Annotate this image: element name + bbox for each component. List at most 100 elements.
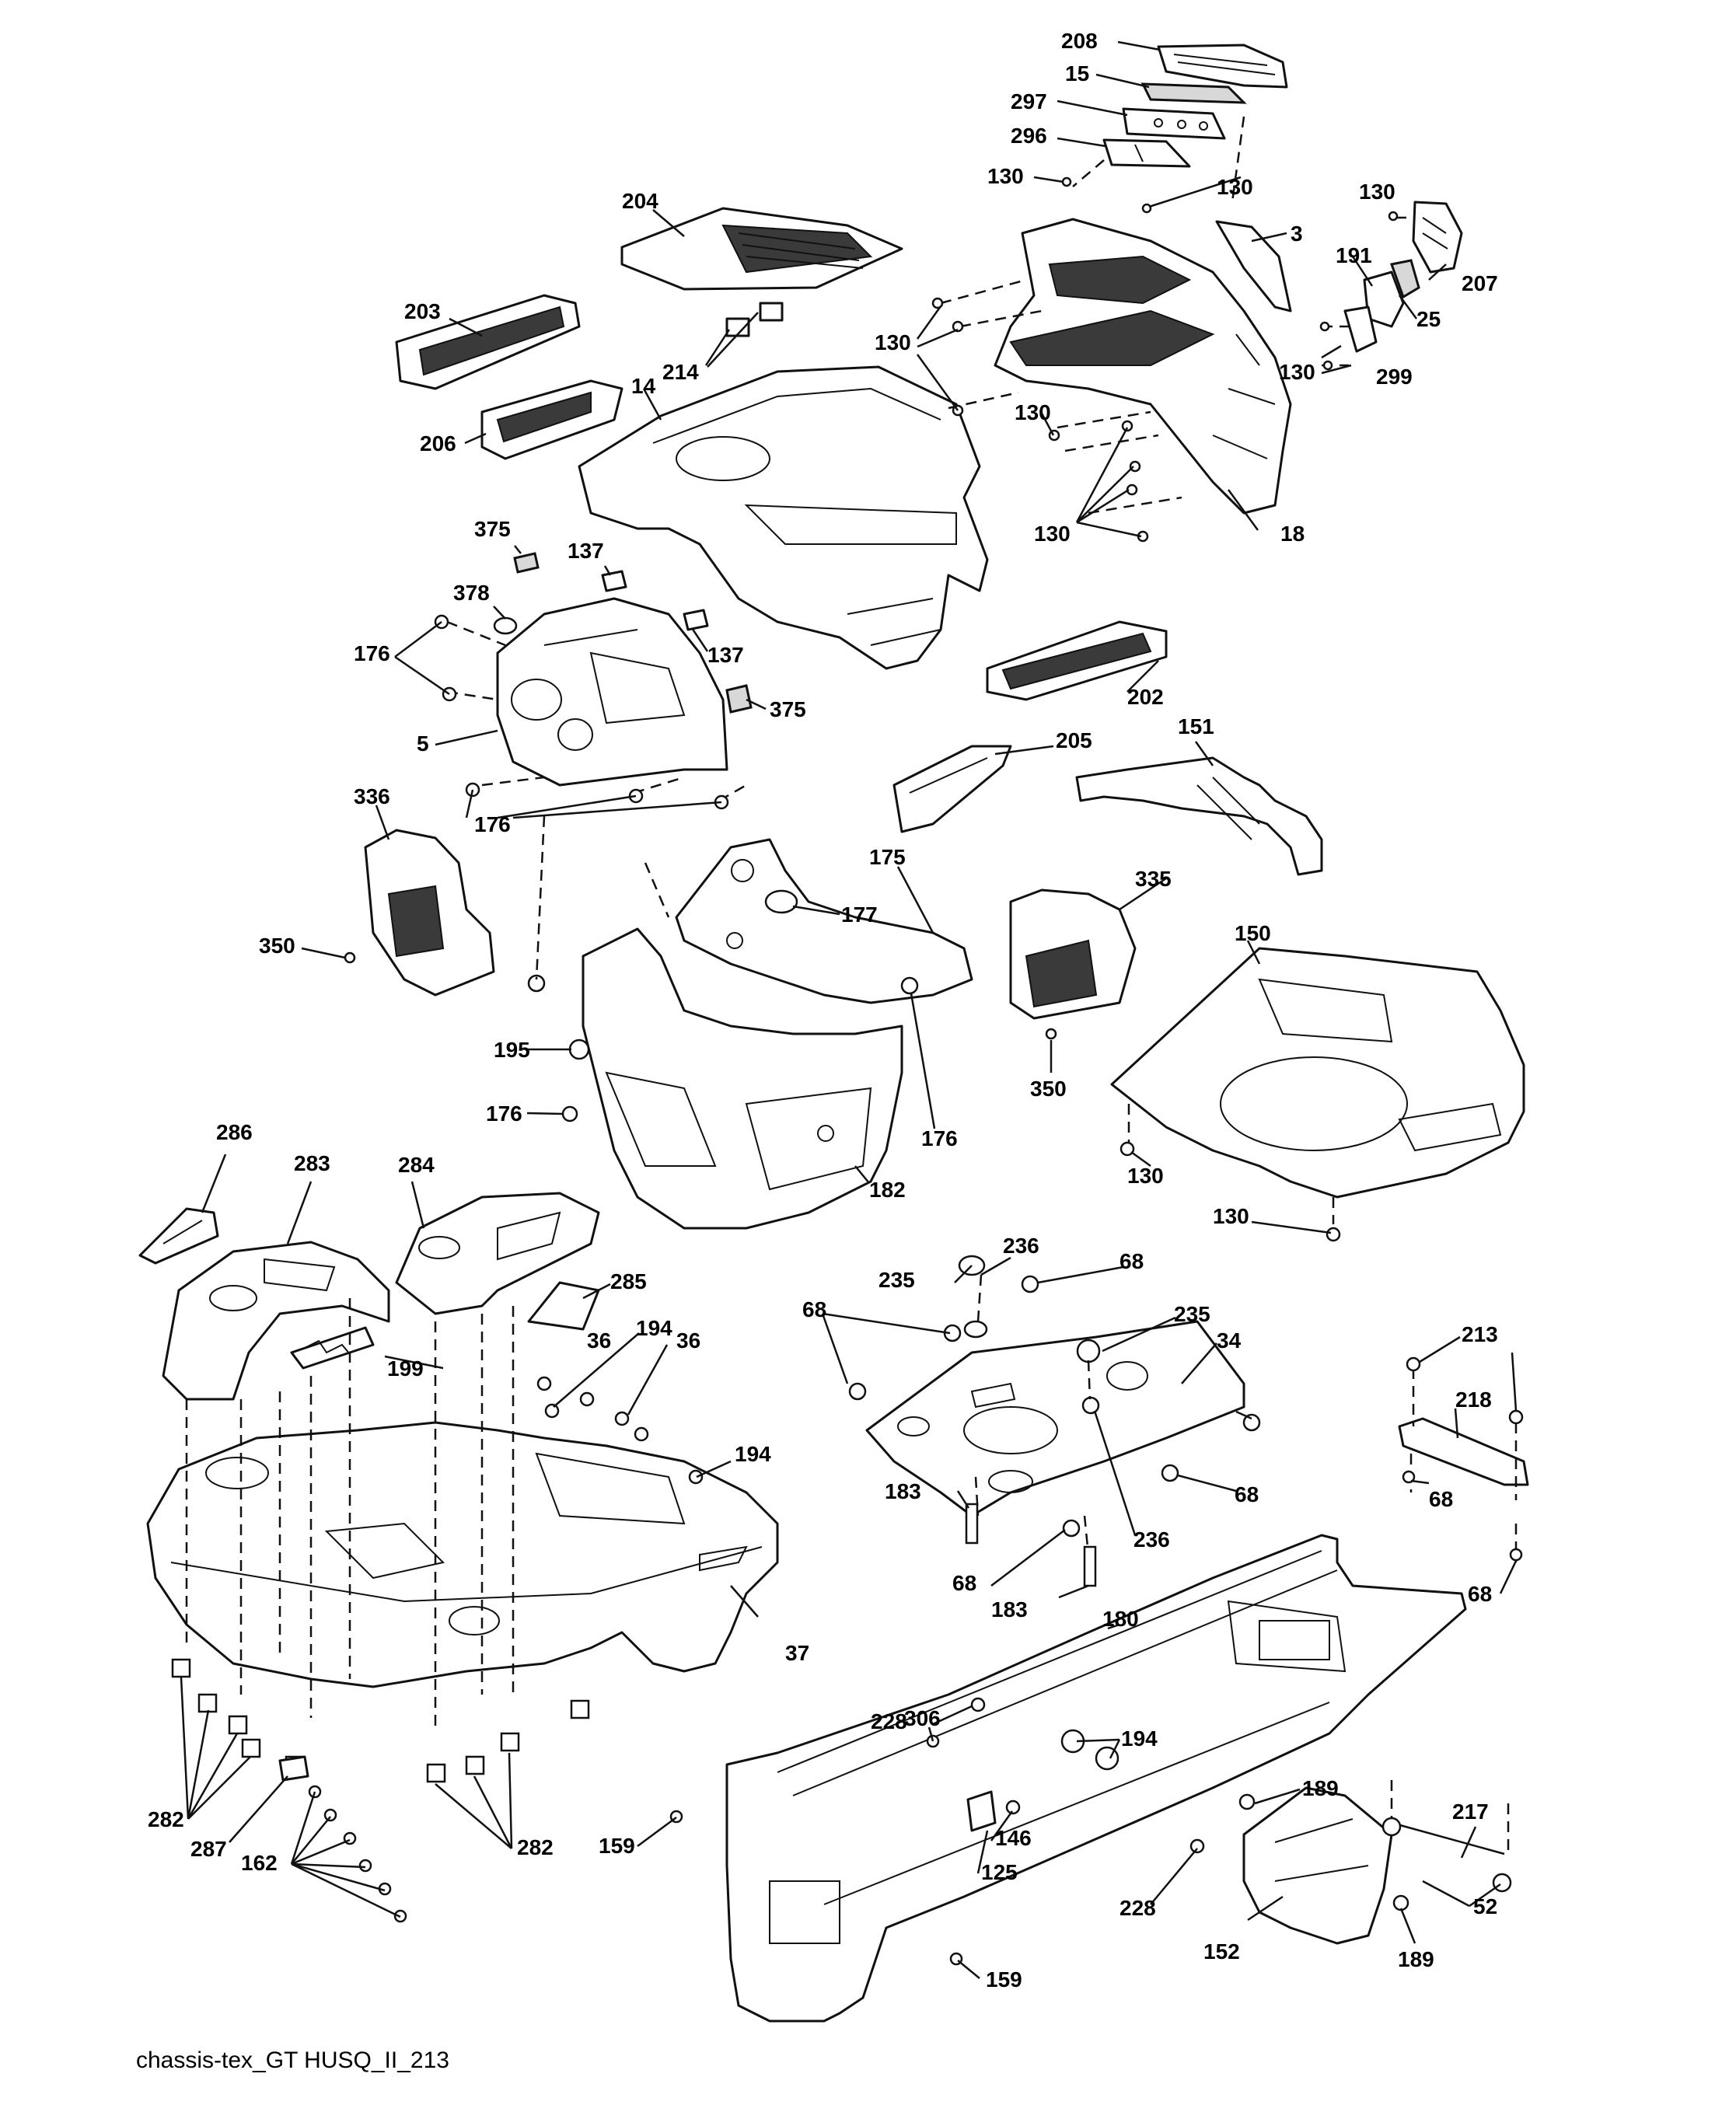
callout-378: 378: [453, 581, 490, 605]
part-375-pad-upper: [513, 552, 540, 574]
callout-130-top-left: 130: [987, 164, 1024, 188]
callout-130-grille-middle: 130: [1015, 400, 1051, 424]
callout-130-grille-upper: 130: [875, 330, 911, 354]
assembly-line-fender-left: [185, 1298, 515, 1726]
bolts-189: [1238, 1793, 1409, 1911]
callout-176-pedestal-right: 176: [921, 1126, 958, 1150]
part-3-side-trim: [1215, 220, 1292, 312]
part-217-rod: [1390, 1780, 1510, 1855]
part-283-console-left: [162, 1241, 390, 1401]
part-177-knob: [764, 889, 798, 914]
callout-296: 296: [1011, 124, 1047, 148]
fasteners-176-195-pedestal: [527, 974, 919, 1122]
callout-150: 150: [1235, 921, 1271, 945]
callout-375-lower: 375: [770, 697, 806, 721]
part-182-pedestal: [582, 927, 903, 1230]
callout-182: 182: [869, 1178, 906, 1202]
part-375-pad-lower: [725, 684, 753, 714]
screw-130-top-left: [1061, 176, 1072, 187]
fasteners-36-194-fender: [536, 1376, 704, 1485]
callout-125: 125: [981, 1860, 1018, 1884]
callout-189-lower: 189: [1398, 1947, 1434, 1971]
callout-217: 217: [1452, 1800, 1489, 1824]
screw-350-left: [344, 951, 356, 964]
part-299-socket: [1343, 305, 1378, 353]
callout-130-headlight-top: 130: [1359, 180, 1395, 204]
part-137-clip-lower: [683, 609, 709, 631]
callout-130-top-right: 130: [1217, 175, 1253, 199]
bolts-183: [965, 1503, 1097, 1587]
part-14-hood: [578, 365, 989, 670]
nuts-52: [1381, 1817, 1512, 1893]
callout-130-headlight-bottom: 130: [1279, 360, 1315, 384]
callout-284: 284: [398, 1153, 435, 1177]
part-199-spring-plate: [290, 1326, 375, 1370]
callout-236-upper: 236: [1003, 1234, 1039, 1258]
callout-146: 146: [995, 1826, 1032, 1850]
assembly-line-plate: [974, 1274, 1092, 1555]
part-287-bracket: [278, 1755, 309, 1782]
part-151-bracket: [1075, 756, 1323, 876]
part-214-clips: [725, 302, 784, 337]
part-336-side-panel: [364, 829, 495, 997]
part-180-chassis-frame: [725, 1534, 1467, 2023]
callout-195: 195: [494, 1038, 530, 1062]
callout-203: 203: [404, 299, 441, 323]
part-202-grille-vent: [986, 620, 1168, 701]
screws-130-floor-pan: [1119, 1141, 1341, 1242]
callout-350-left: 350: [259, 934, 295, 958]
assembly-line-top-trim: [1072, 116, 1245, 203]
callout-36-right: 36: [676, 1328, 700, 1353]
part-137-clip-upper: [601, 570, 627, 592]
callout-176-pedestal-left: 176: [486, 1101, 522, 1126]
callout-202: 202: [1127, 685, 1164, 709]
callout-204: 204: [622, 189, 658, 213]
callout-283: 283: [294, 1151, 330, 1175]
part-285-cup-holder: [527, 1281, 600, 1331]
part-15-lens: [1140, 82, 1247, 104]
callout-25: 25: [1416, 307, 1441, 331]
screw-130-top-right: [1141, 203, 1152, 214]
part-218-bracket: [1398, 1417, 1529, 1486]
callout-68-bottom: 68: [952, 1571, 976, 1595]
assembly-line-dash-screws: [446, 620, 747, 802]
screws-130-grille: [931, 297, 1149, 543]
callout-191: 191: [1336, 243, 1372, 267]
part-284-console-right: [395, 1192, 600, 1315]
callout-130-floor-pan-right: 130: [1213, 1204, 1249, 1228]
callout-228-upper: 228: [871, 1709, 907, 1733]
fender-clips-282-left: [171, 1658, 305, 1775]
callout-137-upper: 137: [568, 539, 604, 563]
part-150-floor-pan: [1110, 947, 1525, 1199]
part-5-dash-panel: [496, 597, 728, 787]
fender-clips-282-right: [426, 1699, 590, 1783]
callout-151: 151: [1178, 714, 1214, 738]
part-152-hitch-plate: [1242, 1786, 1393, 1945]
part-207-headlight-housing: [1412, 201, 1463, 274]
callout-183-left: 183: [885, 1479, 921, 1503]
callout-375-upper: 375: [474, 517, 511, 541]
callout-15: 15: [1065, 61, 1089, 86]
callout-235-upper: 235: [878, 1268, 915, 1292]
callout-282-left: 282: [148, 1807, 184, 1831]
callout-68-top: 68: [1119, 1249, 1144, 1273]
leader-lines: [180, 40, 1518, 1979]
screws-162-fender: [308, 1785, 407, 1923]
assembly-line-floor-pan: [1127, 1104, 1335, 1224]
callout-52: 52: [1473, 1894, 1497, 1918]
callout-5: 5: [417, 731, 429, 756]
callout-175: 175: [869, 845, 906, 869]
callout-130-floor-pan-left: 130: [1127, 1164, 1164, 1188]
callout-14: 14: [631, 374, 656, 398]
part-206-panel: [480, 379, 623, 460]
callout-285: 285: [610, 1269, 647, 1293]
callout-208: 208: [1061, 29, 1098, 53]
callout-214: 214: [662, 360, 699, 384]
callout-207: 207: [1462, 271, 1498, 295]
callout-labels: 208 15 297 296 130 130 204 130 3 191 207…: [148, 29, 1498, 1992]
callout-152: 152: [1203, 1939, 1240, 1964]
callout-162: 162: [241, 1851, 278, 1875]
callout-159-bottom: 159: [986, 1967, 1022, 1992]
callout-335: 335: [1135, 867, 1172, 891]
assembly-line-grille-screws: [940, 278, 1182, 515]
